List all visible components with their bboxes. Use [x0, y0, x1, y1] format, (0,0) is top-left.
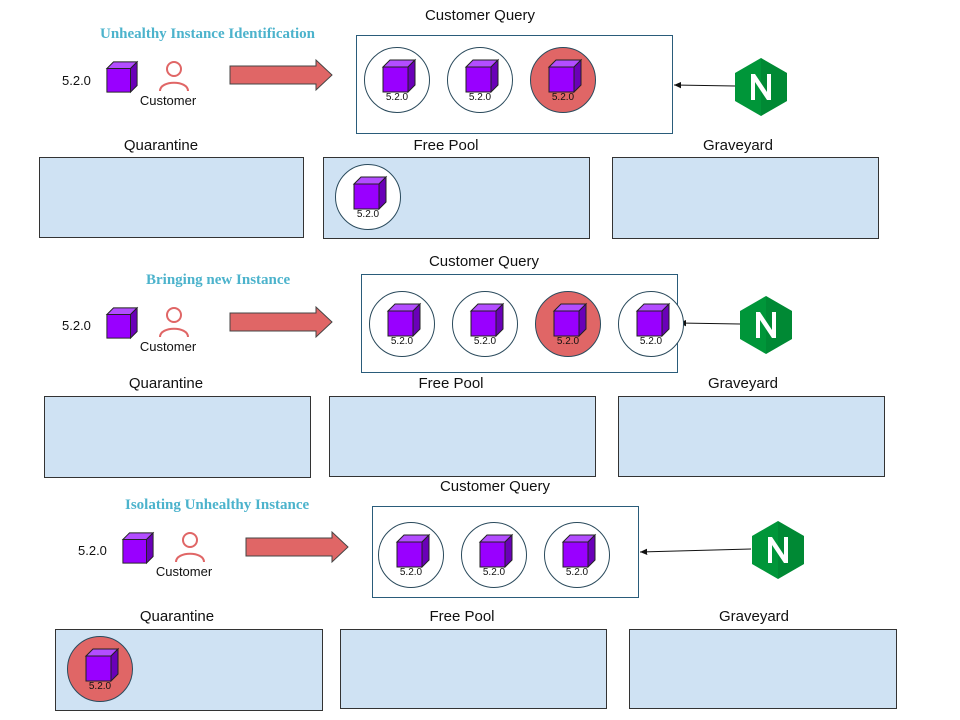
- free-pool-label: Free Pool: [429, 608, 495, 625]
- free-pool-label: Free Pool: [418, 375, 484, 392]
- cube-icon: [635, 302, 671, 338]
- instance-node[interactable]: 5.2.0: [335, 164, 401, 230]
- cube-icon: [105, 306, 139, 340]
- load-balancer-arrow: [673, 81, 736, 89]
- instance-version: 5.2.0: [399, 567, 423, 578]
- stage-title: Bringing new Instance: [146, 272, 291, 288]
- free-pool-pool: [340, 629, 607, 709]
- person-icon: [159, 61, 189, 92]
- customer-label: Customer: [139, 339, 197, 354]
- instance-node[interactable]: 5.2.0: [364, 47, 430, 113]
- client-version: 5.2.0: [78, 543, 107, 558]
- cube-icon: [386, 302, 422, 338]
- instance-node[interactable]: 5.2.0: [452, 291, 518, 357]
- load-balancer-arrow: [639, 548, 752, 556]
- graveyard-label: Graveyard: [702, 137, 774, 154]
- cube-icon: [478, 533, 514, 569]
- graveyard-pool: [612, 157, 879, 239]
- cube-icon: [395, 533, 431, 569]
- flow-arrow: [245, 530, 349, 564]
- quarantine-label: Quarantine: [128, 375, 204, 392]
- graveyard-label: Graveyard: [707, 375, 779, 392]
- graveyard-pool: [629, 629, 897, 709]
- quarantine-label: Quarantine: [139, 608, 215, 625]
- unhealthy-instance-node[interactable]: 5.2.0: [530, 47, 596, 113]
- customer-query-label: Customer Query: [428, 253, 540, 270]
- cube-icon: [464, 58, 500, 94]
- instance-node[interactable]: 5.2.0: [378, 522, 444, 588]
- unhealthy-instance-node[interactable]: 5.2.0: [67, 636, 133, 702]
- load-balancer-arrow: [678, 319, 741, 327]
- nginx-logo: [740, 296, 792, 354]
- instance-version: 5.2.0: [482, 567, 506, 578]
- customer-label: Customer: [139, 93, 197, 108]
- cube-icon: [469, 302, 505, 338]
- quarantine-pool: [39, 157, 304, 238]
- nginx-logo: [735, 58, 787, 116]
- free-pool-label: Free Pool: [413, 137, 479, 154]
- flow-arrow: [229, 305, 333, 339]
- instance-version: 5.2.0: [88, 681, 112, 692]
- cube-icon: [561, 533, 597, 569]
- quarantine-pool: [44, 396, 311, 478]
- graveyard-label: Graveyard: [718, 608, 790, 625]
- flow-arrow: [229, 58, 333, 92]
- instance-node[interactable]: 5.2.0: [544, 522, 610, 588]
- graveyard-pool: [618, 396, 885, 477]
- client-version: 5.2.0: [62, 318, 91, 333]
- cube-icon: [105, 60, 139, 94]
- instance-node[interactable]: 5.2.0: [369, 291, 435, 357]
- instance-version: 5.2.0: [473, 336, 497, 347]
- instance-version: 5.2.0: [468, 92, 492, 103]
- stage-title: Isolating Unhealthy Instance: [125, 497, 310, 513]
- instance-version: 5.2.0: [551, 92, 575, 103]
- instance-version: 5.2.0: [390, 336, 414, 347]
- cube-icon: [552, 302, 588, 338]
- free-pool-pool: [329, 396, 596, 477]
- instance-version: 5.2.0: [385, 92, 409, 103]
- customer-query-label: Customer Query: [439, 478, 551, 495]
- instance-node[interactable]: 5.2.0: [447, 47, 513, 113]
- instance-node[interactable]: 5.2.0: [461, 522, 527, 588]
- cube-icon: [381, 58, 417, 94]
- customer-label: Customer: [155, 564, 213, 579]
- cube-icon: [84, 647, 120, 683]
- client-version: 5.2.0: [62, 73, 91, 88]
- person-icon: [159, 307, 189, 338]
- cube-icon: [352, 175, 388, 211]
- stage-title: Unhealthy Instance Identification: [100, 26, 316, 42]
- customer-query-label: Customer Query: [424, 7, 536, 24]
- quarantine-label: Quarantine: [123, 137, 199, 154]
- unhealthy-instance-node[interactable]: 5.2.0: [535, 291, 601, 357]
- nginx-logo: [752, 521, 804, 579]
- cube-icon: [547, 58, 583, 94]
- person-icon: [175, 532, 205, 563]
- instance-version: 5.2.0: [556, 336, 580, 347]
- cube-icon: [121, 531, 155, 565]
- instance-version: 5.2.0: [356, 209, 380, 220]
- instance-version: 5.2.0: [639, 336, 663, 347]
- instance-version: 5.2.0: [565, 567, 589, 578]
- instance-node[interactable]: 5.2.0: [618, 291, 684, 357]
